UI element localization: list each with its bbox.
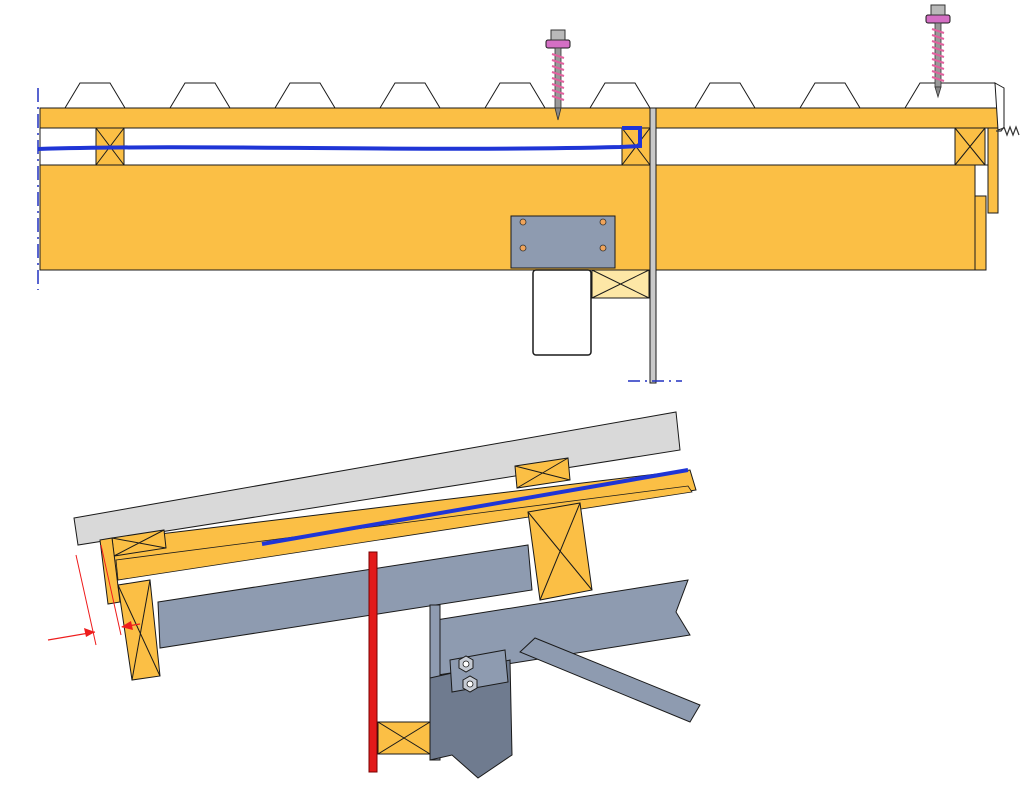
fascia-board [974,165,987,271]
hex-bolt-icon [462,675,478,693]
main-rafter [39,164,976,271]
fascia-upright [987,127,999,214]
roof-membrane-line [37,126,642,151]
under-rafter-batten [591,269,650,299]
hex-bolt-icon [458,655,474,673]
dimension-marker [47,544,141,646]
roof-elevation-view [37,4,1020,384]
self-drilling-screw-icon [545,29,571,121]
top-batten-strip [39,107,999,129]
eaves-roof-sheet [73,411,681,546]
eaves-counter-batten-top [514,457,571,489]
corrugated-roof-sheet [40,82,1001,109]
bottom-timber-block [377,721,431,755]
counter-batten-right [954,127,986,166]
eaves-membrane-line [261,468,689,546]
side-spring-fixing [996,125,1020,137]
steel-connector-plate [510,215,616,269]
eaves-fascia-lower [117,579,161,681]
steel-hollow-section [532,269,592,356]
self-drilling-screw-icon [925,4,951,99]
steel-end-plate [429,659,513,779]
vertical-wall-plate [649,107,657,384]
inclined-steel-rafter-back [157,544,533,649]
eaves-section-view [47,411,701,779]
eaves-timber-post-right [527,502,593,601]
eaves-timber-packer [111,529,167,557]
red-flashing-strip [368,551,378,773]
diagonal-steel-strut [519,637,701,723]
